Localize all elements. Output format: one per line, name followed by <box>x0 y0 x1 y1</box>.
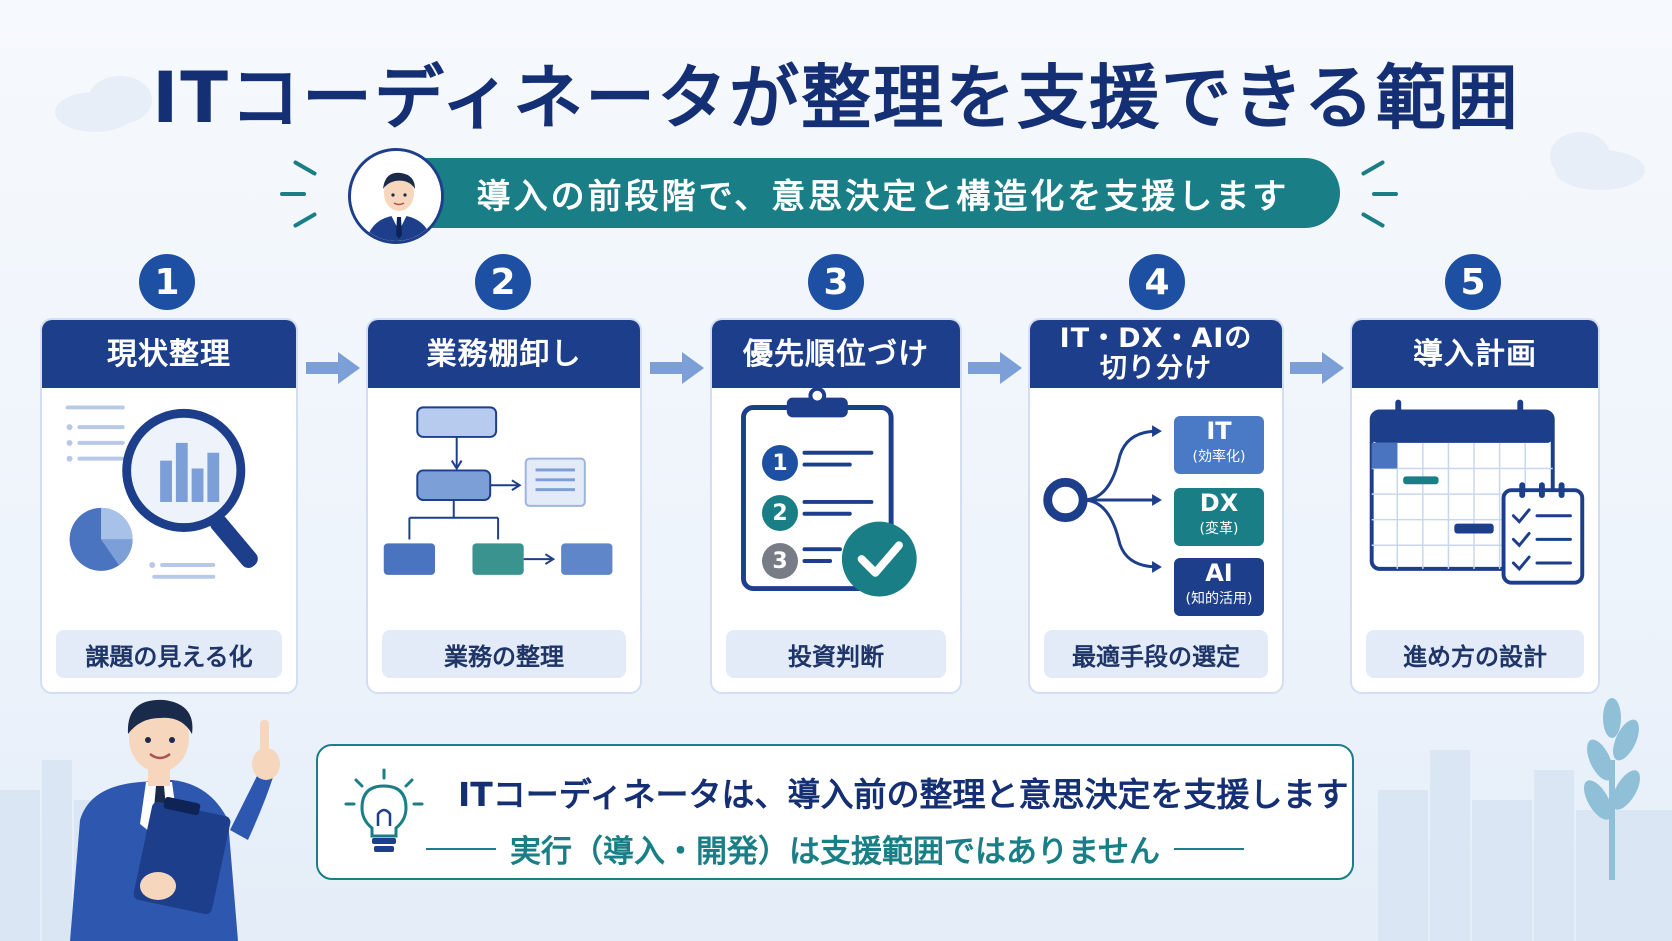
branch-sub: (知的活用) <box>1185 591 1253 607</box>
branch-sub: (変革) <box>1199 521 1239 537</box>
branch-label: AI <box>1205 559 1233 587</box>
branch-icon <box>1043 425 1162 573</box>
arrow-right-icon <box>1290 352 1344 384</box>
branch-box-it: IT (効率化) <box>1174 416 1264 474</box>
branch-box-dx: DX (変革) <box>1174 488 1264 546</box>
step-title: 現状整理 <box>42 320 296 388</box>
lightbulb-icon <box>344 768 424 852</box>
branch-box-ai: AI (知的活用) <box>1174 558 1264 616</box>
step-card-4: IT・DX・AIの 切り分け IT (効率化) DX (変革) AI (知的活用… <box>1028 318 1284 694</box>
decoration-line <box>1372 192 1398 196</box>
step-footer: 最適手段の選定 <box>1044 630 1268 678</box>
subtitle-banner: 導入の前段階で、意思決定と構造化を支援します <box>366 158 1340 228</box>
step-card-3: 優先順位づけ 1 2 3 投資判断 <box>710 318 962 694</box>
step-card-2: 業務棚卸し 業務の整理 <box>366 318 642 694</box>
arrow-right-icon <box>306 352 360 384</box>
note-line-2: 実行（導入・開発）は支援範囲ではありません <box>509 834 1161 870</box>
divider <box>1174 847 1245 850</box>
step-title: 導入計画 <box>1352 320 1598 388</box>
calendar-plan-icon <box>1369 399 1585 585</box>
consultant-avatar <box>348 148 444 244</box>
clipboard-checklist-icon <box>741 386 917 597</box>
step-footer: 投資判断 <box>726 630 946 678</box>
branch-sub: (効率化) <box>1192 449 1246 465</box>
step-number-4: 4 <box>1129 254 1185 310</box>
note-line-2-wrapper: 実行（導入・開発）は支援範囲ではありません <box>318 826 1352 871</box>
step-footer: 進め方の設計 <box>1366 630 1584 678</box>
step-title: 業務棚卸し <box>368 320 640 388</box>
decoration-line <box>280 192 306 196</box>
step-footer: 業務の整理 <box>382 630 626 678</box>
list-number-3: 3 <box>762 543 798 579</box>
branch-label: IT <box>1206 417 1232 445</box>
page-title: ITコーディネータが整理を支援できる範囲 <box>152 57 1520 139</box>
step-number-2: 2 <box>475 254 531 310</box>
step-number-1: 1 <box>139 254 195 310</box>
note-line-1: ITコーディネータは、導入前の整理と意思決定を支援します <box>458 775 1349 814</box>
magnifier-chart-icon <box>65 405 258 579</box>
step-title-line1: IT・DX・AIの <box>1059 323 1253 355</box>
arrow-right-icon <box>650 352 704 384</box>
branch-label: DX <box>1199 489 1239 517</box>
step-title: 優先順位づけ <box>712 320 960 388</box>
step-title: IT・DX・AIの 切り分け <box>1030 320 1282 388</box>
divider <box>425 847 496 850</box>
flowchart-icon <box>383 406 613 575</box>
arrow-right-icon <box>968 352 1022 384</box>
step-number-5: 5 <box>1445 254 1501 310</box>
step-number-3: 3 <box>808 254 864 310</box>
step-footer: 課題の見える化 <box>56 630 282 678</box>
step-card-5: 導入計画 進め方の設計 <box>1350 318 1600 694</box>
note-box: ITコーディネータは、導入前の整理と意思決定を支援します 実行（導入・開発）は支… <box>316 744 1354 880</box>
consultant-illustration <box>70 699 280 941</box>
step-title-line2: 切り分け <box>1100 353 1212 384</box>
list-number-2: 2 <box>762 495 798 531</box>
list-number-1: 1 <box>762 445 798 481</box>
step-card-1: 現状整理 課題の見える化 <box>40 318 298 694</box>
